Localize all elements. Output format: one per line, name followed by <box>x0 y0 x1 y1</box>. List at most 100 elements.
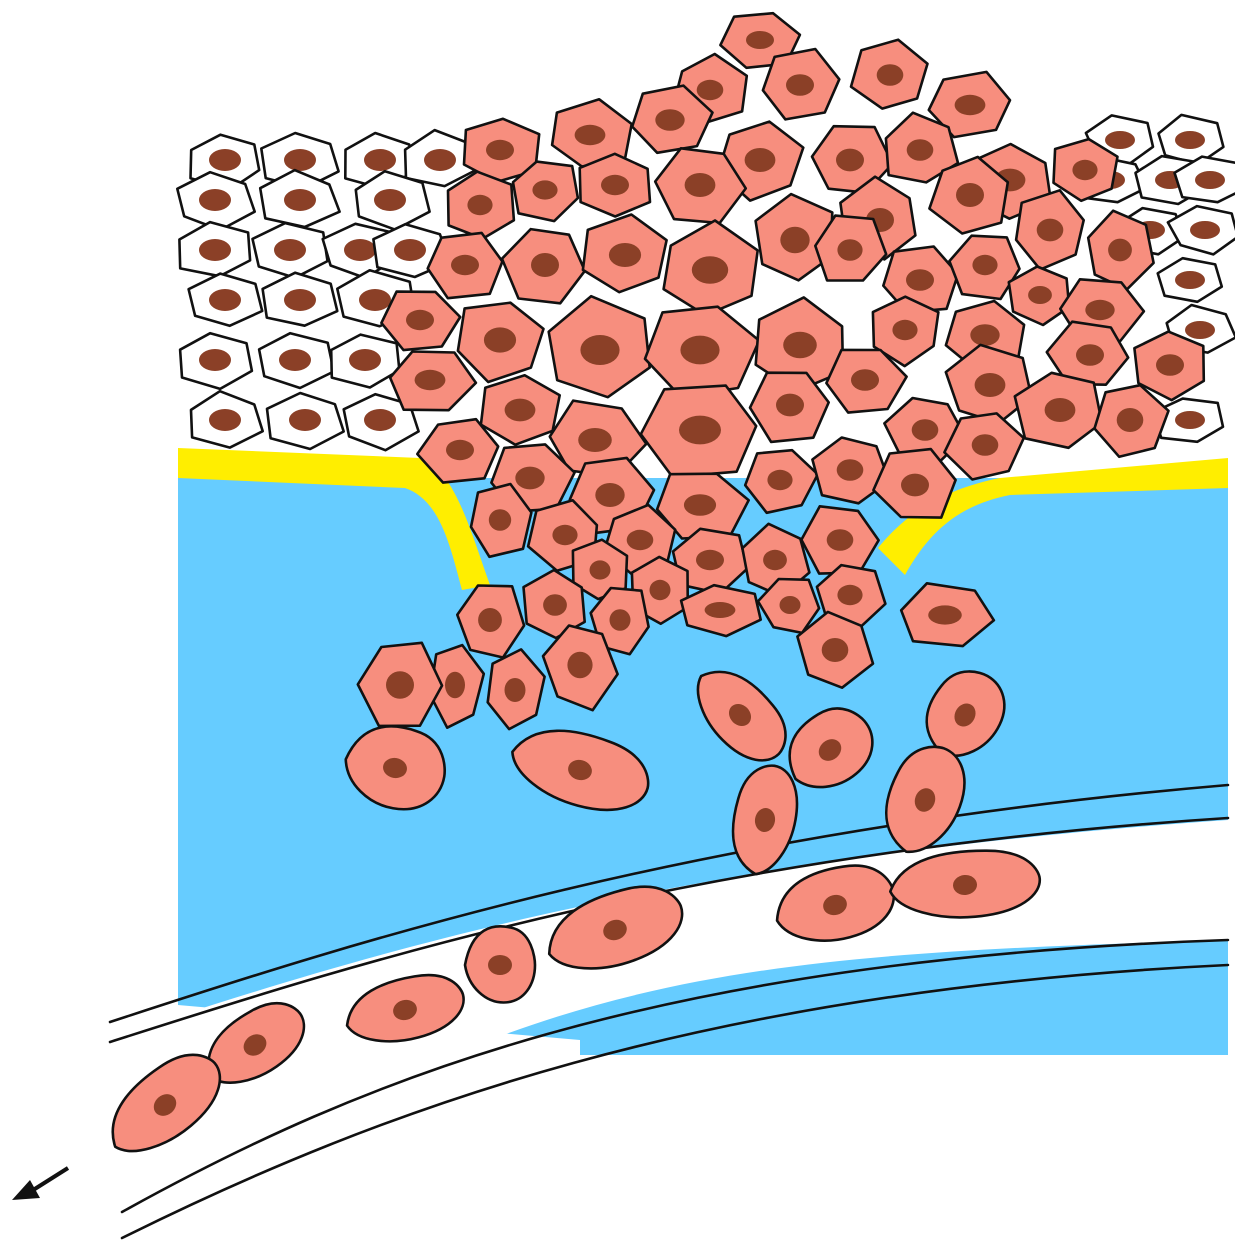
cell-nucleus <box>406 310 434 330</box>
cell-nucleus <box>532 180 557 199</box>
cell-nucleus <box>364 149 396 171</box>
cell-nucleus <box>386 671 414 699</box>
normal-cell <box>331 335 399 388</box>
cell-nucleus <box>1045 398 1076 422</box>
cell-nucleus <box>488 955 512 975</box>
cell-nucleus <box>780 596 801 614</box>
cell-nucleus <box>415 370 446 390</box>
cell-nucleus <box>424 149 456 171</box>
cell-nucleus <box>837 239 862 261</box>
cell-nucleus <box>680 336 719 365</box>
tumor-cell <box>549 296 650 397</box>
cell-nucleus <box>364 409 396 431</box>
tumor-cell <box>448 172 514 239</box>
cell-nucleus <box>956 183 984 207</box>
cell-nucleus <box>892 320 917 340</box>
normal-cell <box>253 223 328 278</box>
cell-nucleus <box>1175 411 1205 429</box>
cell-nucleus <box>1028 286 1052 304</box>
cell-nucleus <box>575 125 606 145</box>
normal-cell <box>1168 206 1235 254</box>
cell-nucleus <box>783 332 817 358</box>
cell-nucleus <box>209 149 241 171</box>
cell-nucleus <box>610 609 631 631</box>
cell-nucleus <box>972 434 999 456</box>
cell-nucleus <box>467 195 492 215</box>
cell-nucleus <box>776 394 804 417</box>
cell-nucleus <box>928 605 962 624</box>
normal-cell <box>179 222 250 276</box>
cell-nucleus <box>359 289 391 311</box>
cell-nucleus <box>489 509 511 531</box>
cell-nucleus <box>1195 171 1225 189</box>
cell-nucleus <box>344 239 376 261</box>
cell-nucleus <box>827 529 854 551</box>
tumor-cell <box>580 154 650 217</box>
cell-nucleus <box>705 602 736 618</box>
cell-nucleus <box>578 428 612 452</box>
tumor-cell <box>428 233 503 298</box>
cell-nucleus <box>567 652 592 678</box>
cell-nucleus <box>767 470 792 490</box>
cell-nucleus <box>786 74 814 96</box>
cell-nucleus <box>877 64 904 86</box>
cell-nucleus <box>349 349 381 371</box>
cell-nucleus <box>1105 131 1135 149</box>
cell-nucleus <box>478 608 502 632</box>
cell-nucleus <box>580 335 619 365</box>
cell-nucleus <box>972 255 997 275</box>
cell-nucleus <box>484 327 516 352</box>
cell-nucleus <box>912 419 939 441</box>
cell-nucleus <box>1072 160 1097 180</box>
cell-nucleus <box>289 409 321 431</box>
cell-nucleus <box>274 239 306 261</box>
cell-nucleus <box>1037 219 1064 242</box>
cell-nucleus <box>745 148 776 172</box>
cell-nucleus <box>199 349 231 371</box>
cell-nucleus <box>284 189 316 211</box>
cell-nucleus <box>552 525 577 545</box>
cell-nucleus <box>595 483 624 507</box>
tumor-cell <box>763 49 839 119</box>
cell-nucleus <box>970 324 999 346</box>
cell-nucleus <box>822 638 849 662</box>
cell-nucleus <box>199 189 231 211</box>
cell-nucleus <box>975 373 1006 397</box>
tumor-cell <box>1095 385 1169 457</box>
normal-cell <box>267 393 344 449</box>
cell-nucleus <box>601 175 629 195</box>
cell-nucleus <box>284 149 316 171</box>
tumor-cell <box>1009 267 1069 326</box>
normal-cell <box>1158 258 1222 302</box>
cell-nucleus <box>505 399 536 422</box>
tumor-cell <box>1088 211 1153 290</box>
cell-nucleus <box>907 139 934 161</box>
cell-nucleus <box>679 416 721 445</box>
normal-cell <box>259 333 334 388</box>
normal-cell <box>263 273 338 326</box>
cell-nucleus <box>837 459 864 481</box>
cell-nucleus <box>505 678 526 702</box>
cell-nucleus <box>692 256 728 284</box>
tumor-cell <box>390 352 476 411</box>
cell-nucleus <box>445 672 465 698</box>
cell-nucleus <box>446 440 474 460</box>
tumor-cell <box>583 215 667 293</box>
tumor-cell <box>851 40 928 109</box>
cell-nucleus <box>906 269 934 291</box>
cell-nucleus <box>851 369 879 391</box>
cell-nucleus <box>837 585 862 605</box>
cell-nucleus <box>763 550 787 570</box>
tumor-cell <box>1016 190 1084 269</box>
cell-nucleus <box>374 189 406 211</box>
tumor-cell <box>645 307 759 397</box>
cell-nucleus <box>685 173 716 197</box>
tumor-cell <box>664 221 758 316</box>
cell-nucleus <box>627 530 654 550</box>
cell-nucleus <box>531 253 559 277</box>
cell-nucleus <box>901 474 929 497</box>
cell-nucleus <box>1076 344 1104 366</box>
cell-nucleus <box>780 227 809 253</box>
normal-cell <box>189 274 263 326</box>
